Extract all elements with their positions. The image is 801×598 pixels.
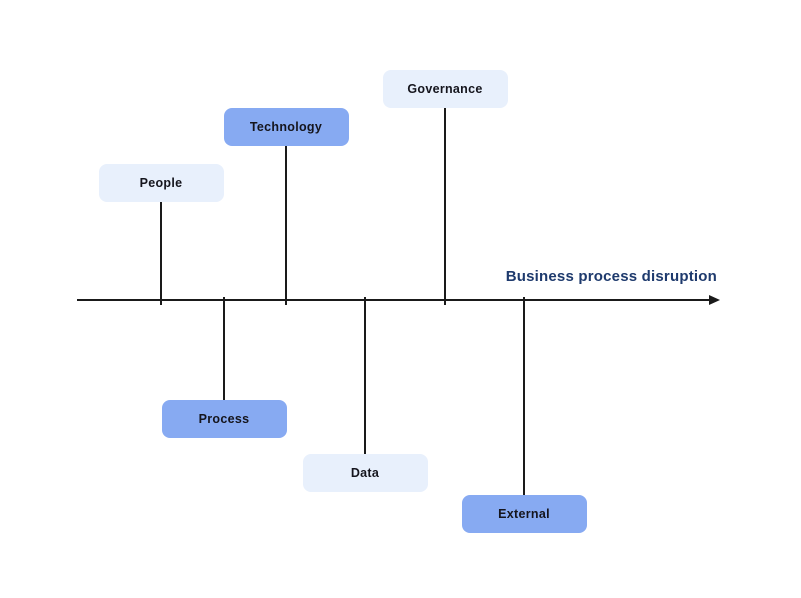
branch-label: External [498,507,550,521]
branch-label: Data [350,466,380,480]
branch-connector-line [364,297,366,454]
branch-node-technology[interactable]: Technology [223,108,349,146]
branch-label: Process [198,412,250,426]
branch-node-process[interactable]: Process [161,400,287,438]
branch-connector-line [160,202,162,305]
branch-label: Technology [249,120,323,134]
branch-node-governance[interactable]: Governance [382,70,508,108]
branch-connector-line [444,108,446,305]
branch-connector-line [285,146,287,305]
branch-connector-line [523,297,525,495]
branch-connector-line [223,297,225,400]
branch-node-data[interactable]: Data [302,454,428,492]
axis-line [77,299,710,301]
branch-node-people[interactable]: People [98,164,224,202]
axis-title: Business process disruption [505,268,717,285]
branch-label: People [139,176,183,190]
branch-node-external[interactable]: External [461,495,587,533]
axis-arrowhead-icon [709,295,720,305]
branch-label: Governance [407,82,483,96]
